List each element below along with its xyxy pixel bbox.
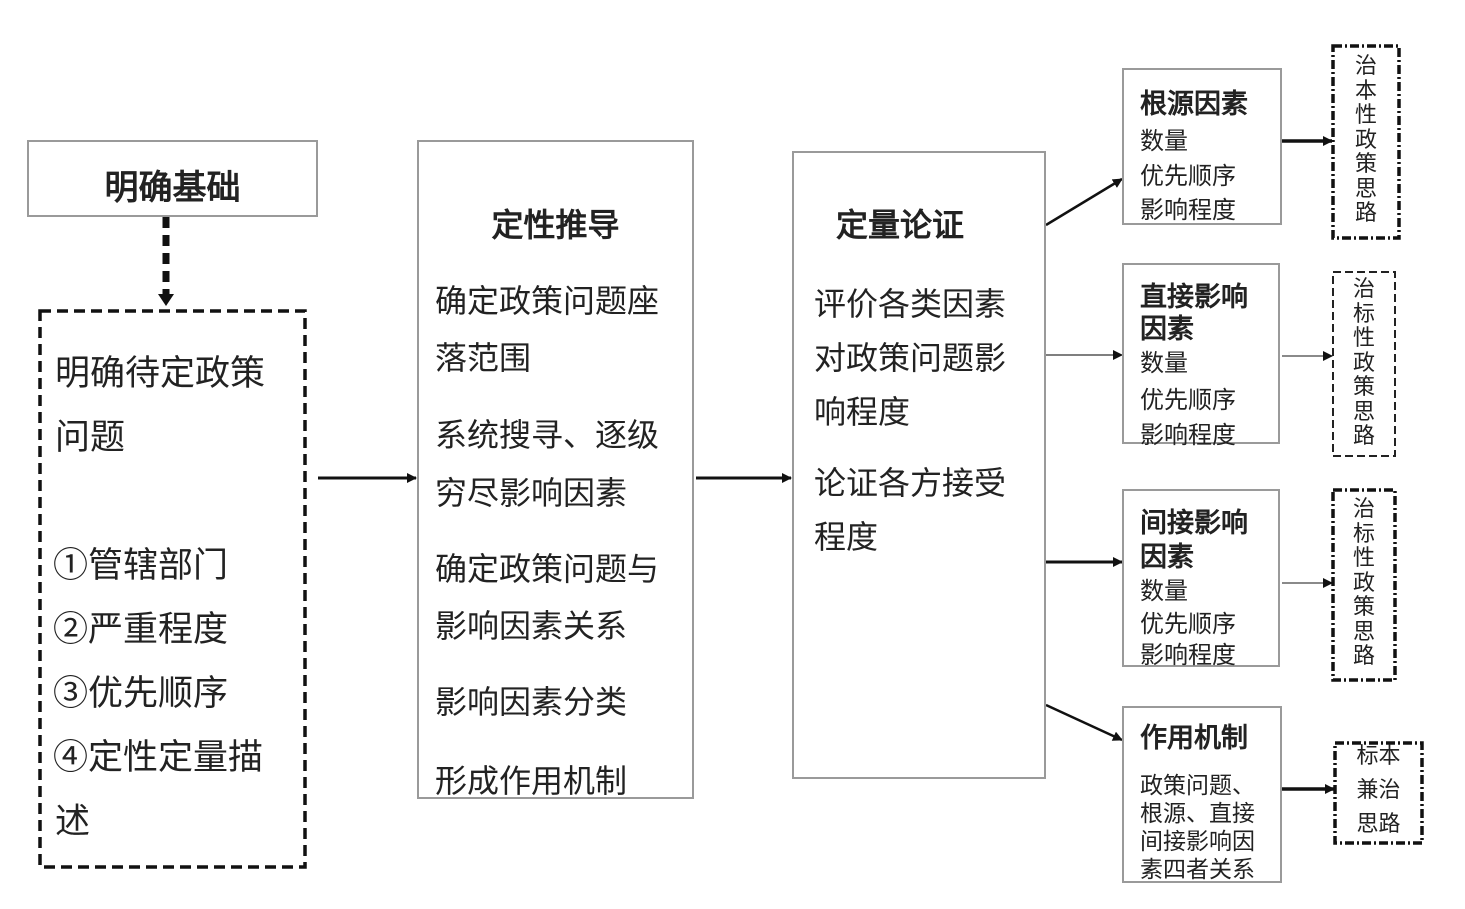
strategy-box-mechanism: 标本兼治思路: [1335, 743, 1422, 843]
strategy-box-outline-2: [1332, 271, 1396, 457]
arrow-to-root-factors: [1045, 177, 1123, 227]
qualitative-box: 定性推导 确定政策问题座 落范围 系统搜寻、逐级 穷尽影响因素 确定政策问题与 …: [417, 140, 694, 800]
qualitative-line: 影响因素分类: [435, 683, 628, 721]
strategy-box-root: 治本性政策思路: [1333, 46, 1399, 238]
factor-title: 根源因素: [1140, 89, 1248, 120]
factor-title: 因素: [1140, 314, 1194, 345]
arrow-to-mechanism: [1045, 703, 1123, 742]
factor-line: 根源、直接: [1140, 801, 1255, 827]
factor-line: 数量: [1140, 349, 1188, 377]
strategy-text: 治标性政策思路: [1352, 277, 1375, 449]
quantitative-line: 响程度: [814, 393, 911, 431]
strategy-box-outline-1: [1331, 44, 1401, 240]
qualitative-line: 确定政策问题与: [435, 550, 660, 588]
factor-line: 影响程度: [1140, 641, 1236, 669]
factor-title: 作用机制: [1140, 723, 1248, 754]
qualitative-line: 形成作用机制: [435, 762, 628, 800]
factor-line: 素四者关系: [1140, 857, 1255, 883]
quantitative-line: 程度: [814, 518, 879, 556]
strategy-text: 治标性政策思路: [1352, 497, 1375, 669]
foundation-box: 明确基础: [27, 140, 318, 217]
quantitative-line: 对政策问题影: [814, 339, 1007, 377]
factor-title: 间接影响: [1140, 508, 1248, 539]
problem-box: 明确待定政策 问题 ①管辖部门 ②严重程度 ③优先顺序 ④定性定量描 述: [40, 311, 305, 867]
qualitative-line: 系统搜寻、逐级: [435, 416, 660, 454]
qualitative-line: 落范围: [435, 339, 532, 377]
qualitative-line: 影响因素关系: [435, 607, 628, 645]
strategy-box-indirect: 治标性政策思路: [1333, 490, 1395, 680]
qualitative-line: 穷尽影响因素: [435, 474, 628, 512]
strategy-box-direct: 治标性政策思路: [1333, 272, 1395, 456]
factor-line: 政策问题、: [1140, 773, 1255, 799]
problem-line: ①管辖部门: [53, 546, 229, 586]
quantitative-line: 论证各方接受: [814, 464, 1007, 502]
problem-line: 述: [55, 802, 91, 842]
problem-line: ④定性定量描: [53, 738, 264, 778]
factor-box-indirect: 间接影响 因素 数量 优先顺序 影响程度: [1122, 489, 1280, 669]
problem-line: ②严重程度: [53, 610, 229, 650]
factor-box-direct: 直接影响 因素 数量 优先顺序 影响程度: [1122, 263, 1280, 449]
strategy-text: 治本性政策思路: [1354, 54, 1377, 226]
qualitative-title: 定性推导: [491, 206, 620, 244]
factor-line: 影响程度: [1140, 196, 1236, 224]
strategy-box-outline-3: [1331, 488, 1397, 682]
quantitative-box: 定量论证 评价各类因素 对政策问题影 响程度 论证各方接受 程度: [792, 151, 1046, 779]
factor-line: 数量: [1140, 127, 1188, 155]
strategy-box-outline-4: [1333, 741, 1424, 845]
factor-line: 优先顺序: [1140, 610, 1236, 638]
factor-title: 因素: [1140, 542, 1194, 573]
factor-box-root: 根源因素 数量 优先顺序 影响程度: [1122, 68, 1282, 225]
factor-line: 优先顺序: [1140, 386, 1236, 414]
strategy-text: 标本兼治思路: [1356, 744, 1401, 837]
problem-line: 明确待定政策: [55, 354, 266, 394]
foundation-title: 明确基础: [104, 168, 241, 208]
factor-title: 直接影响: [1140, 282, 1248, 313]
quantitative-line: 评价各类因素: [814, 285, 1007, 323]
quantitative-title: 定量论证: [836, 206, 965, 244]
factor-line: 数量: [1140, 577, 1188, 605]
qualitative-line: 确定政策问题座: [435, 282, 660, 320]
factor-line: 优先顺序: [1140, 162, 1236, 190]
problem-line: ③优先顺序: [53, 674, 229, 714]
factor-line: 影响程度: [1140, 421, 1236, 449]
problem-box-outline: [38, 309, 307, 869]
factor-box-mechanism: 作用机制 政策问题、 根源、直接 间接影响因 素四者关系: [1122, 706, 1282, 883]
problem-line: 问题: [55, 418, 126, 458]
factor-line: 间接影响因: [1140, 829, 1255, 855]
